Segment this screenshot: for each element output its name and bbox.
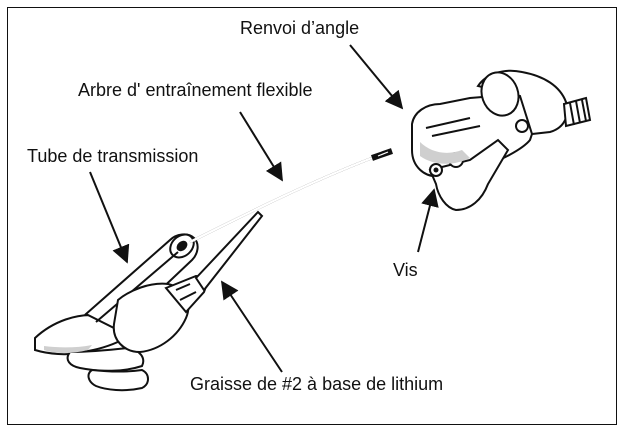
drive-tube [84, 233, 199, 332]
hand-illustration [34, 314, 149, 392]
grease-tube [112, 210, 264, 354]
arrow-screw [417, 188, 439, 253]
arrow-grease [221, 280, 283, 373]
angle-gear-head [411, 69, 592, 212]
label-grease: Graisse de #2 à base de lithium [190, 374, 443, 394]
label-flex-shaft: Arbre d' entraînement flexible [78, 80, 313, 100]
arrow-flex-shaft [239, 111, 283, 182]
flexible-shaft [189, 148, 393, 244]
leader-arrows [89, 44, 439, 373]
arrow-drive-tube [89, 171, 130, 264]
label-angle-gear: Renvoi d’angle [240, 18, 359, 38]
arrow-angle-gear [349, 44, 404, 110]
label-screw: Vis [393, 260, 418, 280]
label-drive-tube: Tube de transmission [27, 146, 198, 166]
